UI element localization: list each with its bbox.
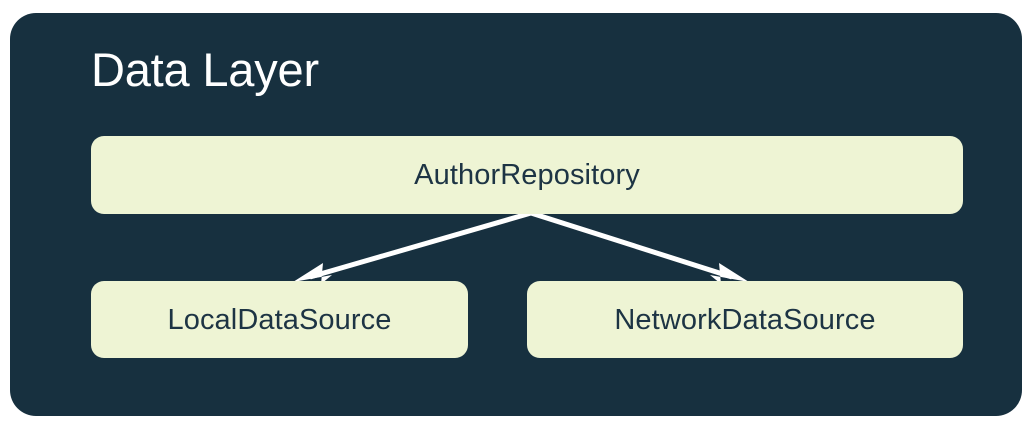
node-author-repository[interactable]: AuthorRepository — [91, 136, 963, 214]
page-title: Data Layer — [91, 43, 319, 96]
edge-repository-to-local-line — [309, 210, 532, 280]
node-network-data-source[interactable]: NetworkDataSource — [527, 281, 963, 358]
edge-repository-to-network-line — [530, 210, 733, 280]
node-label-network-data-source: NetworkDataSource — [614, 303, 876, 336]
node-label-author-repository: AuthorRepository — [414, 159, 640, 191]
data-layer-panel: Data Layer AuthorRepository LocalDataSou… — [10, 13, 1022, 416]
node-local-data-source[interactable]: LocalDataSource — [91, 281, 468, 358]
node-label-local-data-source: LocalDataSource — [167, 303, 392, 336]
